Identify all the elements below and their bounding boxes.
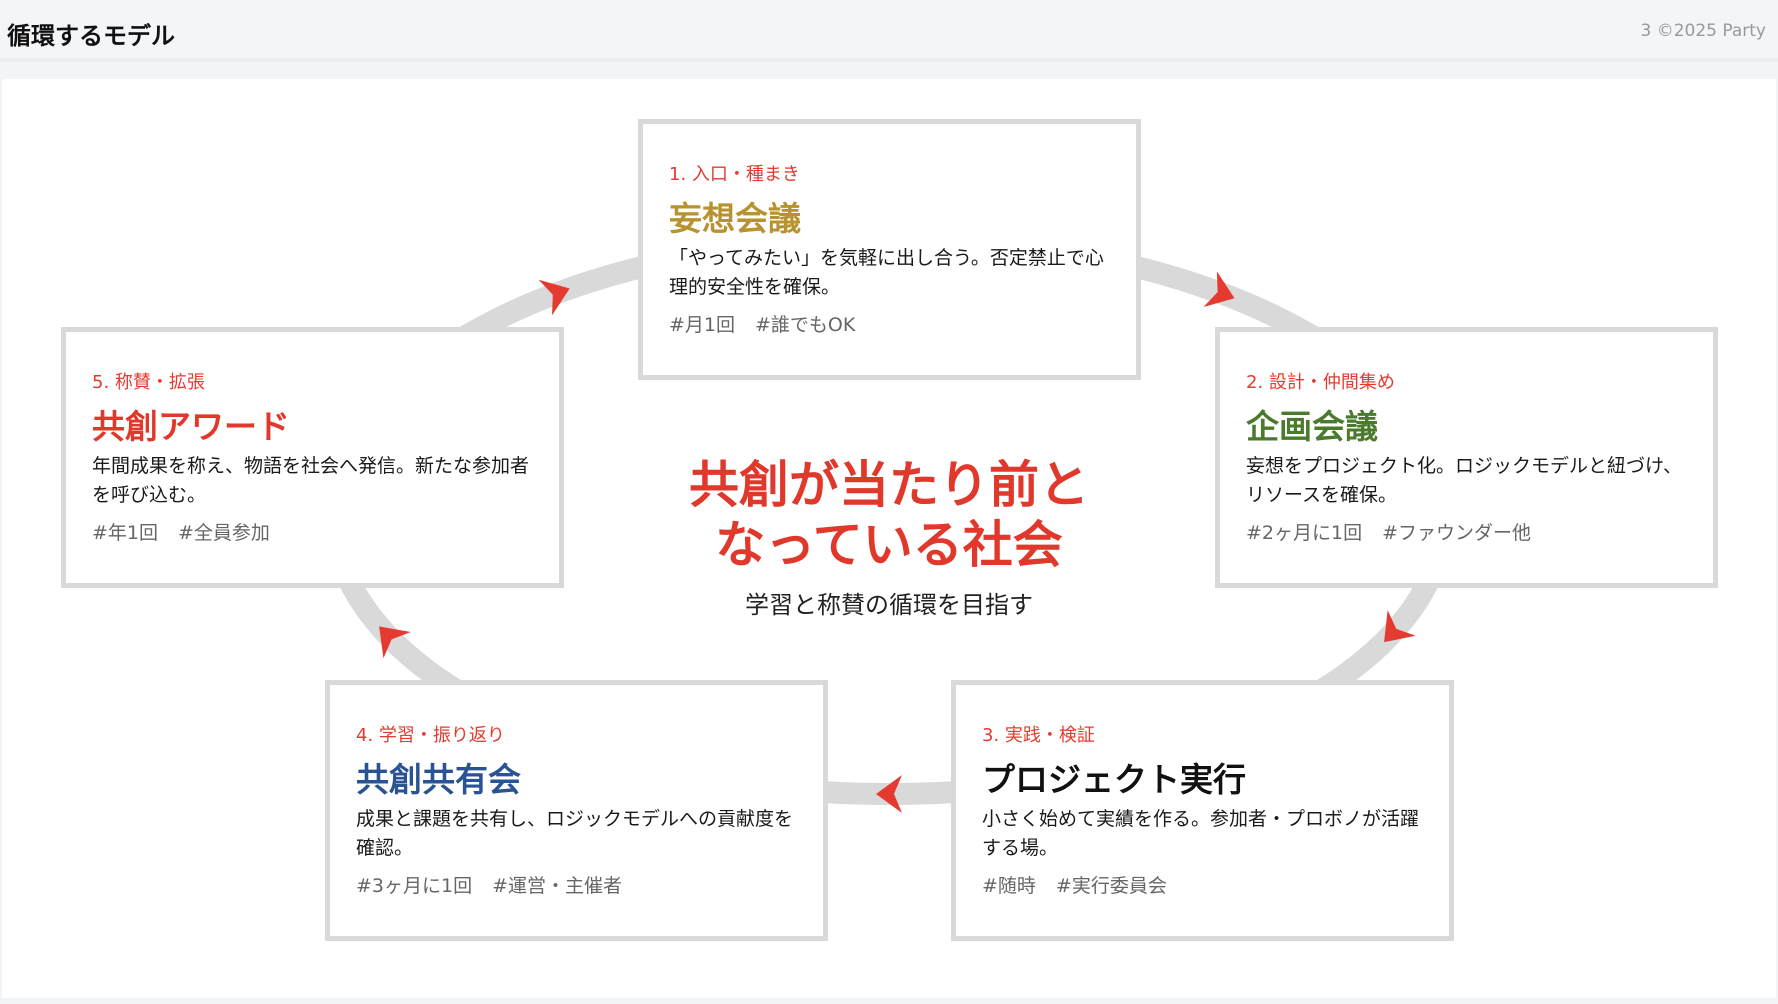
card-tags: #月1回 #誰でもOK xyxy=(669,310,1136,337)
card-step-label: 5. 称賛・拡張 xyxy=(92,372,205,393)
card-tag: #2ヶ月に1回 xyxy=(1246,522,1363,544)
card-tags: #随時 #実行委員会 xyxy=(982,871,1449,898)
cycle-card-1: 1. 入口・種まき 妄想会議 「やってみたい」を気軽に出し合う。否定禁止で心理的… xyxy=(638,119,1141,380)
slide-title: 循環するモデル xyxy=(7,22,175,50)
center-message: 共創が当たり前と なっている社会 学習と称賛の循環を目指す xyxy=(589,455,1189,620)
card-description: 成果と課題を共有し、ロジックモデルへの貢献度を確認。 xyxy=(356,808,794,859)
cycle-arrow-icon xyxy=(538,279,570,316)
card-step-label: 3. 実践・検証 xyxy=(982,725,1095,746)
cycle-arrow-icon xyxy=(379,626,411,659)
card-step-label: 2. 設計・仲間集め xyxy=(1246,372,1395,393)
card-tag: #実行委員会 xyxy=(1055,875,1167,897)
cycle-arrow-icon xyxy=(1384,610,1416,643)
page-info: 3 ©2025 Party xyxy=(1640,21,1766,41)
cycle-arrow-icon xyxy=(876,774,903,813)
header: 循環するモデル 3 ©2025 Party xyxy=(0,0,1778,62)
card-title: 共創共有会 xyxy=(356,760,521,799)
card-description: 「やってみたい」を気軽に出し合う。否定禁止で心理的安全性を確保。 xyxy=(669,247,1104,298)
card-tag: #3ヶ月に1回 xyxy=(356,875,473,897)
center-subtitle: 学習と称賛の循環を目指す xyxy=(745,591,1033,619)
card-title: 企画会議 xyxy=(1246,407,1378,446)
card-tag: #全員参加 xyxy=(178,522,270,544)
cycle-card-3: 3. 実践・検証 プロジェクト実行 小さく始めて実績を作る。参加者・プロボノが活… xyxy=(951,680,1454,941)
center-headline-1: 共創が当たり前と xyxy=(689,456,1089,514)
card-step-label: 1. 入口・種まき xyxy=(669,164,800,185)
card-title: 共創アワード xyxy=(92,407,290,446)
card-tags: #年1回 #全員参加 xyxy=(92,518,559,545)
card-step-label: 4. 学習・振り返り xyxy=(356,725,505,746)
cycle-card-2: 2. 設計・仲間集め 企画会議 妄想をプロジェクト化。ロジックモデルと紐づけ、リ… xyxy=(1215,327,1718,588)
cycle-card-5: 5. 称賛・拡張 共創アワード 年間成果を称え、物語を社会へ発信。新たな参加者を… xyxy=(61,327,564,588)
card-description: 小さく始めて実績を作る。参加者・プロボノが活躍する場。 xyxy=(982,808,1420,859)
card-title: プロジェクト実行 xyxy=(982,760,1246,799)
cycle-arrow-icon xyxy=(1203,271,1235,307)
center-headline-2: なっている社会 xyxy=(715,516,1063,574)
card-title: 妄想会議 xyxy=(669,199,801,238)
card-tag: #運営・主催者 xyxy=(492,875,623,897)
cycle-card-4: 4. 学習・振り返り 共創共有会 成果と課題を共有し、ロジックモデルへの貢献度を… xyxy=(325,680,828,941)
card-tag: #月1回 xyxy=(669,314,736,336)
card-description: 妄想をプロジェクト化。ロジックモデルと紐づけ、リソースを確保。 xyxy=(1246,455,1683,506)
card-tag: #誰でもOK xyxy=(755,314,856,336)
card-tag: #年1回 xyxy=(92,522,159,544)
card-description: 年間成果を称え、物語を社会へ発信。新たな参加者を呼び込む。 xyxy=(92,455,530,506)
card-tag: #ファウンダー他 xyxy=(1382,522,1532,544)
card-tags: #3ヶ月に1回 #運営・主催者 xyxy=(356,871,823,898)
card-tag: #随時 xyxy=(982,875,1036,897)
card-tags: #2ヶ月に1回 #ファウンダー他 xyxy=(1246,518,1713,545)
